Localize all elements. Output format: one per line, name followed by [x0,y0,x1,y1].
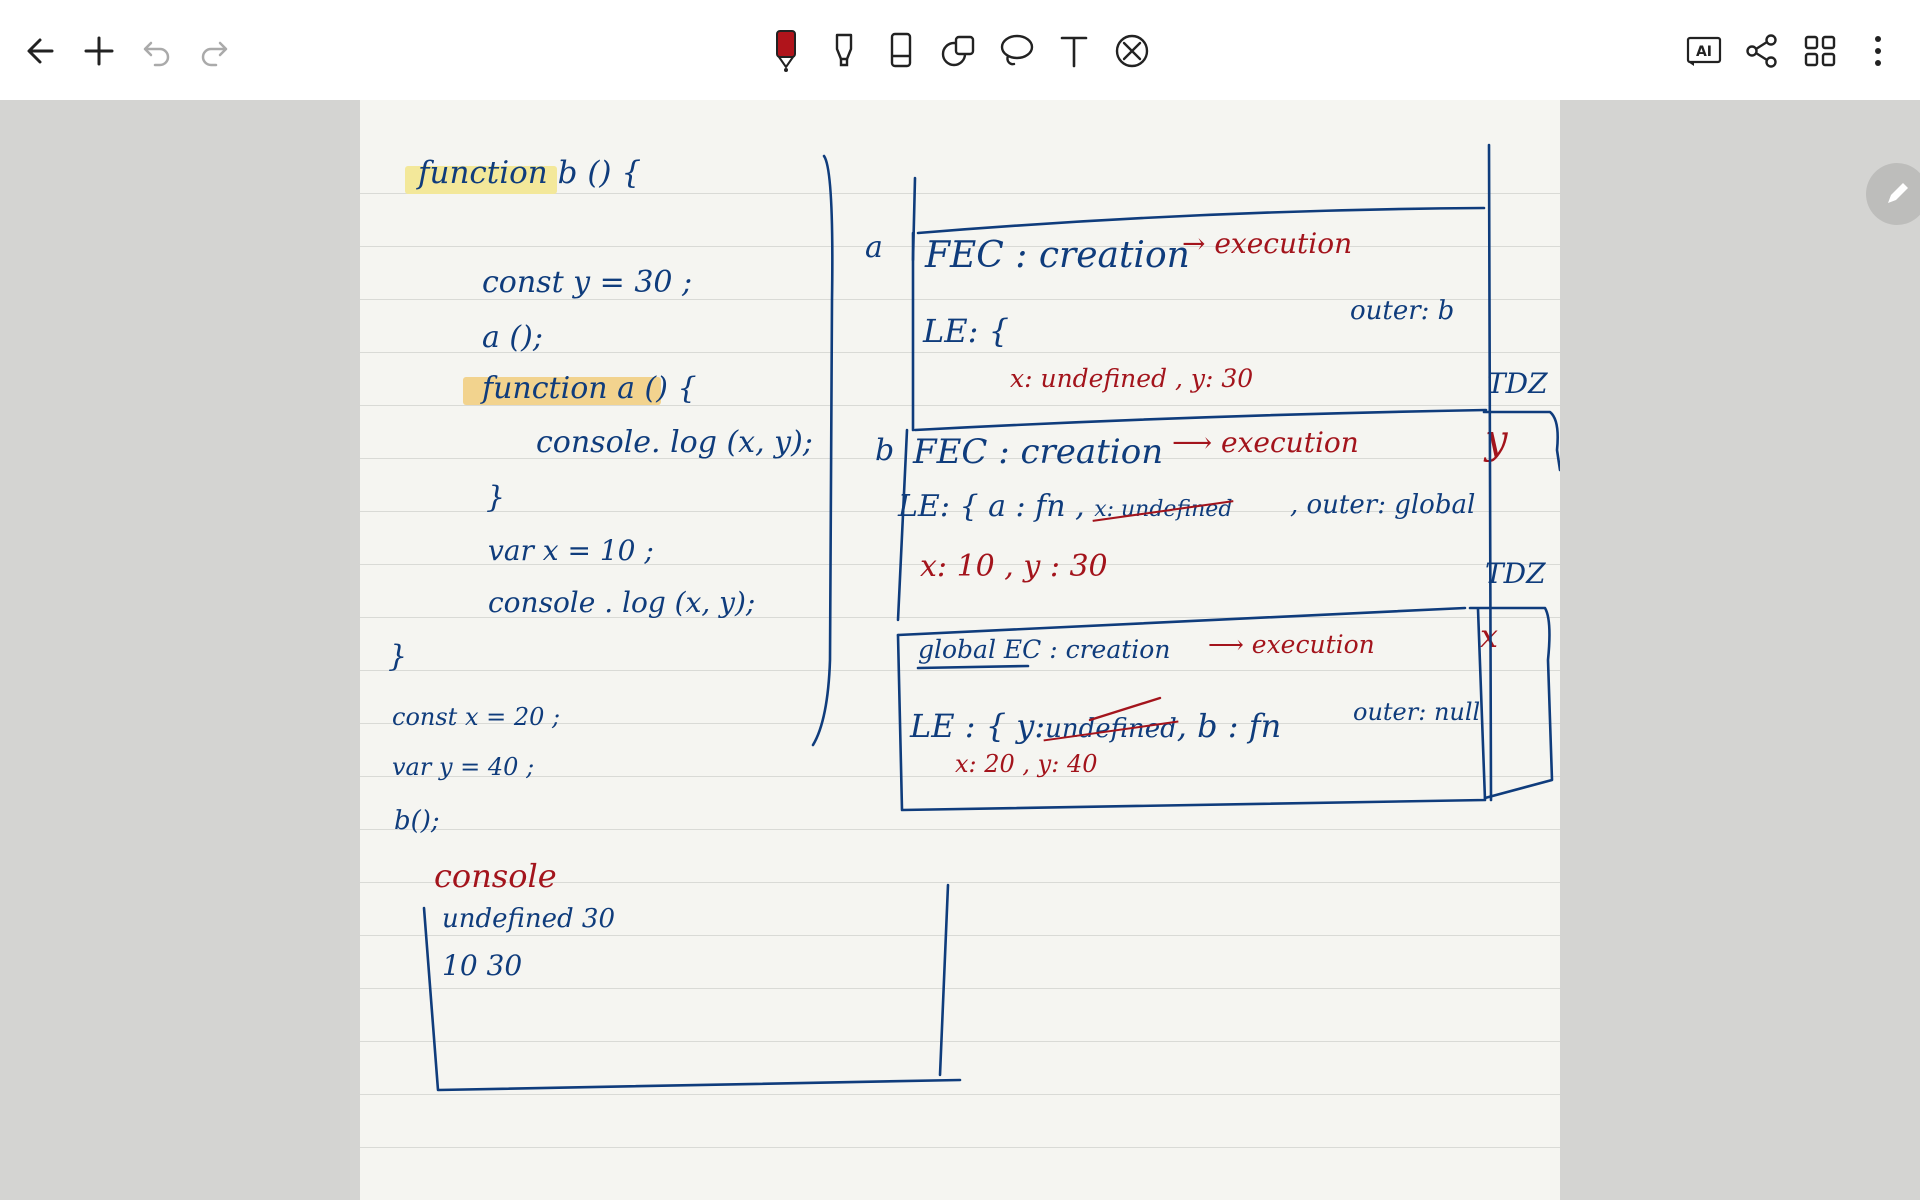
code-var-y-global: var y = 40 ; [392,753,535,781]
text-tool-icon[interactable] [1045,22,1103,80]
console-title: console [434,857,557,895]
frame-global-le-prefix: LE : { y: [910,707,1046,745]
code-fn-b: function b () { [418,155,642,191]
back-arrow-icon[interactable] [12,22,70,80]
grid-view-icon[interactable] [1791,22,1849,80]
share-icon[interactable] [1733,22,1791,80]
code-fn-a: function a () { [482,371,697,406]
console-line-1: undefined 30 [442,904,615,934]
code-log-inner: console. log (x, y); [536,425,813,460]
edit-fab-button[interactable] [1866,163,1920,225]
frame-b-vars: x: 10 , y : 30 [920,549,1108,584]
global-ec-underline [916,664,1030,670]
ai-icon[interactable]: AI [1675,22,1733,80]
code-close-inner: } [486,480,506,515]
tdz-label-1: TDZ [1487,367,1548,400]
code-const-x-global: const x = 20 ; [392,703,561,731]
frame-b-header-execution: ⟶ execution [1172,426,1359,459]
frame-global-top [896,606,1467,637]
frame-global-header: global EC : creation [918,635,1171,664]
ruled-line [360,1147,1560,1148]
frame-a-header: FEC : creation [925,235,1190,276]
code-call-a: a (); [482,320,543,355]
code-call-b: b(); [394,806,440,836]
code-log-outer: console . log (x, y); [488,586,756,619]
top-toolbar: AI [0,0,1920,100]
undo-icon[interactable] [128,22,186,80]
frame-global-outer: outer: null [1353,698,1481,726]
frame-a-vars: x: undefined , y: 30 [1010,364,1254,393]
frame-b-le: LE: { a : fn , x: undefined [898,492,1232,522]
tdz-label-2: TDZ [1485,557,1546,590]
ruled-line [360,1094,1560,1095]
add-icon[interactable] [70,22,128,80]
pencil-icon [1888,183,1908,203]
ruled-line [360,670,1560,671]
frame-label-b: b [875,433,895,468]
frame-global-le-struck: undefined [1045,714,1177,744]
frame-global-le-suffix: , b : fn [1176,707,1282,745]
frame-global-header-execution: ⟶ execution [1208,630,1375,659]
ruled-line [360,988,1560,989]
ruled-line [360,882,1560,883]
frame-global-le: LE : { y:undefined, b : fn [910,710,1281,742]
more-vert-icon[interactable] [1849,22,1907,80]
frame-b-header: FEC : creation [913,432,1164,472]
eraser-tool-icon[interactable] [872,22,930,80]
frame-b-le-struck: x: undefined [1094,497,1233,522]
note-canvas[interactable]: function b () { const y = 30 ; a (); fun… [360,100,1560,1200]
frame-a-header-execution: → execution [1182,227,1353,260]
frame-a-le: LE: { [923,312,1009,350]
tdz-scribble-2: x [1480,617,1499,655]
frame-a-outer: outer: b [1350,296,1455,326]
ai-label: AI [1696,44,1712,60]
frame-b-outer: , outer: global [1290,490,1476,520]
yellow-highlight [405,166,557,194]
ruled-line [360,1041,1560,1042]
orange-highlight [463,377,661,405]
lasso-tool-icon[interactable] [988,22,1046,80]
pen-tool-icon[interactable] [757,22,815,80]
ruled-line [360,935,1560,936]
tdz-scribble-1: y [1485,417,1508,463]
console-line-2: 10 30 [442,949,523,982]
ruled-line [360,829,1560,830]
laser-tool-icon[interactable] [1103,22,1161,80]
code-var-x: var x = 10 ; [488,534,654,567]
frame-b-le-prefix: LE: { a : fn , [898,489,1085,524]
shapes-tool-icon[interactable] [930,22,988,80]
separator-stroke [811,154,834,747]
highlighter-tool-icon[interactable] [815,22,873,80]
code-const-y: const y = 30 ; [482,265,693,300]
code-close-outer: } [388,639,408,674]
frame-label-a: a [865,230,883,265]
redo-icon[interactable] [185,22,243,80]
frame-global-vars: x: 20 , y: 40 [955,750,1098,778]
